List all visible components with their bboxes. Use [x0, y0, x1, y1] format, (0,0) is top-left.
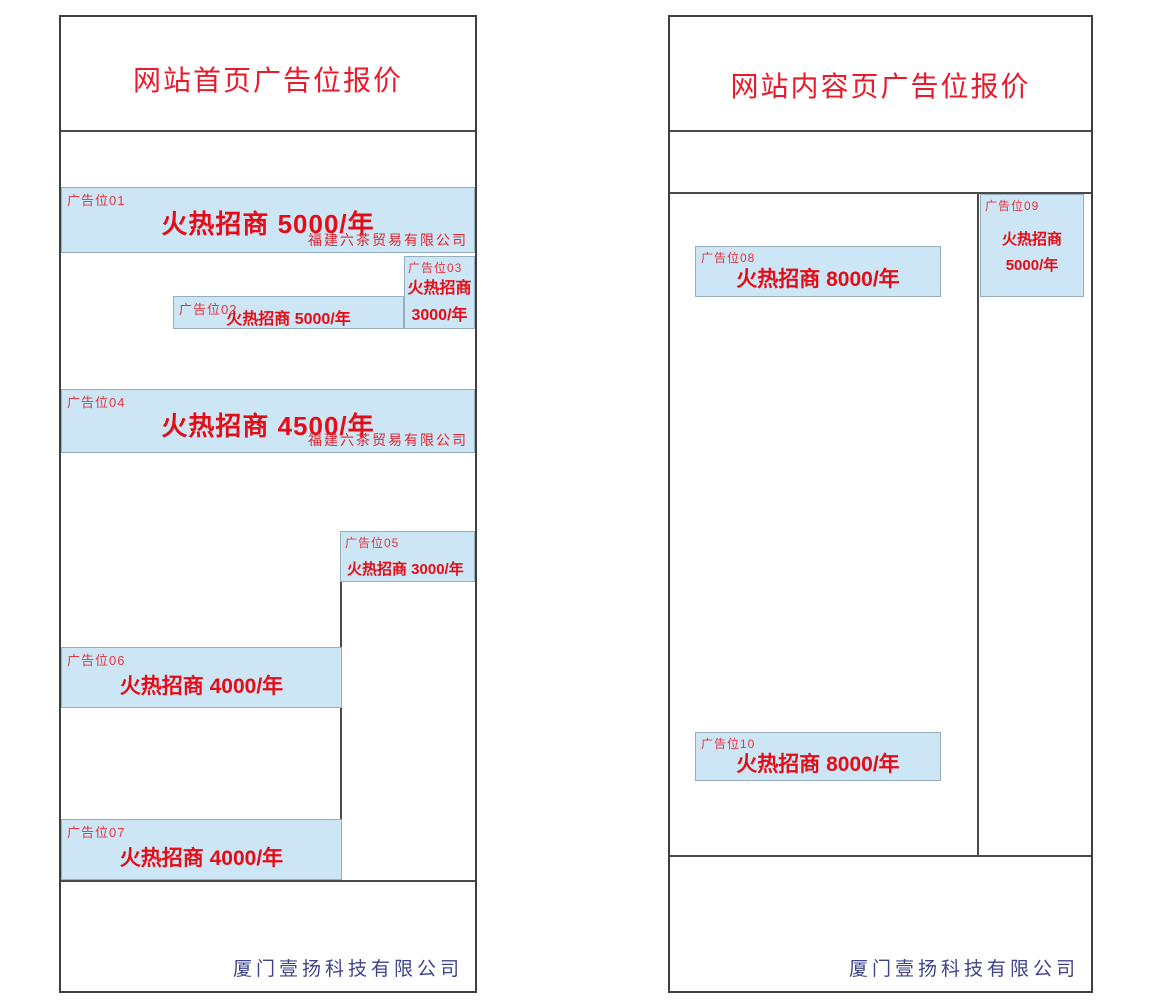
sidebar-divider-line	[977, 192, 979, 855]
ad-slot-02-label: 广告位02	[179, 302, 238, 317]
ad-slot-01-price: 火热招商 5000/年	[161, 209, 375, 239]
ad-slot-05-label: 广告位05	[345, 536, 400, 550]
homepage-footer-company: 厦门壹扬科技有限公司	[232, 959, 463, 980]
ad-slot-07-price: 火热招商 4000/年	[119, 847, 284, 870]
ad-slot-10[interactable]: 广告位10 火热招商 8000/年	[695, 732, 941, 781]
ad-slot-06-price: 火热招商 4000/年	[119, 675, 284, 698]
ad-slot-01-label: 广告位01	[67, 193, 126, 208]
ad-slot-01[interactable]: 广告位01 火热招商 5000/年 福建六茶贸易有限公司	[61, 187, 475, 253]
homepage-panel-title: 网站首页广告位报价	[132, 65, 403, 96]
ad-slot-08-price: 火热招商 8000/年	[736, 268, 900, 291]
footer-separator-line	[61, 880, 475, 882]
body-top-line	[670, 192, 1091, 194]
ad-slot-03[interactable]: 广告位03 火热招商 3000/年	[404, 256, 475, 329]
ad-slot-10-price: 火热招商 8000/年	[736, 753, 900, 776]
ad-slot-01-company: 福建六茶贸易有限公司	[308, 232, 468, 248]
title-separator-line	[61, 130, 475, 132]
ad-slot-04-price: 火热招商 4500/年	[161, 411, 375, 441]
ad-slot-09-label: 广告位09	[985, 199, 1040, 213]
content-page-pricing-panel: 网站内容页广告位报价 广告位09 火热招商 5000/年 广告位08 火热招商 …	[668, 15, 1093, 993]
ad-slot-09[interactable]: 广告位09 火热招商 5000/年	[980, 194, 1084, 297]
ad-slot-04-company: 福建六茶贸易有限公司	[308, 432, 468, 448]
ad-slot-07[interactable]: 广告位07 火热招商 4000/年	[61, 819, 342, 880]
ad-slot-02-price: 火热招商 5000/年	[226, 311, 351, 328]
ad-slot-02[interactable]: 广告位02 火热招商 5000/年	[173, 296, 404, 329]
footer-separator-line	[670, 855, 1091, 857]
ad-slot-07-label: 广告位07	[67, 825, 126, 840]
content-panel-title: 网站内容页广告位报价	[730, 71, 1031, 102]
ad-slot-05[interactable]: 广告位05 火热招商 3000/年	[340, 531, 475, 582]
ad-slot-05-price: 火热招商 3000/年	[347, 561, 464, 578]
ad-slot-04[interactable]: 广告位04 火热招商 4500/年 福建六茶贸易有限公司	[61, 389, 475, 453]
column-divider-line	[340, 582, 342, 880]
ad-slot-04-label: 广告位04	[67, 395, 126, 410]
ad-slot-10-label: 广告位10	[701, 737, 756, 751]
ad-slot-06[interactable]: 广告位06 火热招商 4000/年	[61, 647, 342, 708]
ad-slot-03-label: 广告位03	[408, 261, 463, 275]
ad-slot-06-label: 广告位06	[67, 653, 126, 668]
ad-slot-08[interactable]: 广告位08 火热招商 8000/年	[695, 246, 941, 297]
title-separator-line	[670, 130, 1091, 132]
ad-slot-09-price: 火热招商 5000/年	[1001, 231, 1062, 274]
content-footer-company: 厦门壹扬科技有限公司	[848, 959, 1079, 980]
ad-slot-08-label: 广告位08	[701, 251, 756, 265]
homepage-pricing-panel: 网站首页广告位报价 广告位01 火热招商 5000/年 福建六茶贸易有限公司 广…	[59, 15, 477, 993]
ad-slot-03-price: 火热招商 3000/年	[407, 280, 472, 324]
